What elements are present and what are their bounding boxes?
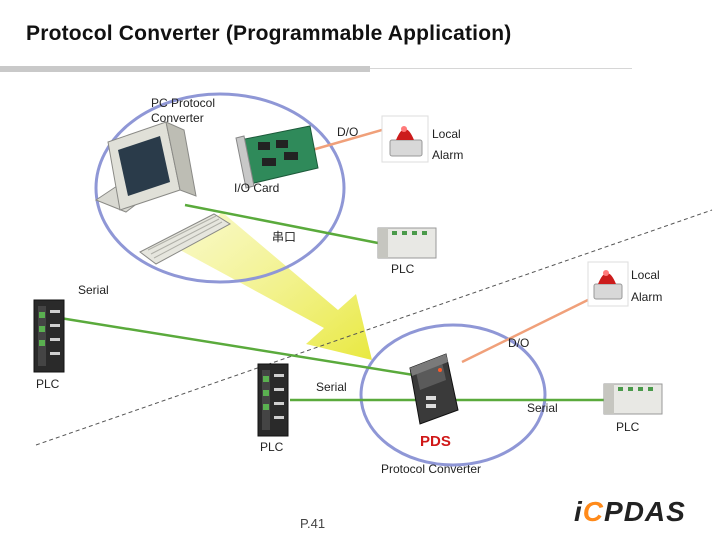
flow-arrow — [180, 212, 372, 360]
io-card-to-alarm-link — [311, 128, 383, 152]
plc-middle-icon — [377, 227, 437, 259]
io-card-label: I/O Card — [234, 181, 280, 195]
local-top-label: Local — [432, 127, 461, 141]
do-right-label: D/O — [508, 336, 530, 350]
title-underline-bar — [0, 66, 370, 72]
plc-left-label: PLC — [36, 377, 60, 391]
io-card-icon — [235, 125, 319, 189]
title-underline-line — [370, 68, 632, 69]
serial-right-label: Serial — [527, 401, 558, 415]
plc-left-icon — [33, 299, 65, 373]
plc-bottom-label: PLC — [260, 440, 284, 454]
icpdas-logo: iCPDAS — [574, 496, 686, 527]
serial-cn-label: 串口 — [272, 230, 297, 244]
local-alarm-top-icon — [381, 115, 429, 163]
pds-device-icon — [409, 353, 459, 425]
pc-converter-ellipse — [94, 92, 346, 284]
local-alarm-right-icon — [587, 261, 629, 307]
page-title: Protocol Converter (Programmable Applica… — [26, 22, 512, 45]
alarm-right-label: Alarm — [631, 290, 663, 304]
serial-left-label: Serial — [78, 283, 109, 297]
alarm-top-label: Alarm — [432, 148, 464, 162]
plc-bottom-icon — [257, 363, 289, 437]
do-top-label: D/O — [337, 125, 359, 139]
left-plc-to-pds-link — [59, 316, 421, 378]
protocol-converter-label: Protocol Converter — [381, 462, 482, 476]
pc-protocol-converter-label-line1: PC Protocol — [151, 96, 216, 110]
serial-mid-label: Serial — [316, 380, 347, 394]
page-number: P.41 — [300, 516, 326, 531]
local-right-label: Local — [631, 268, 660, 282]
pds-label: PDS — [420, 433, 451, 450]
pc-computer-icon — [94, 121, 231, 265]
pds-converter-ellipse — [359, 323, 547, 467]
plc-far-right-icon — [603, 383, 663, 415]
network-divider-dashed-line — [35, 209, 713, 446]
plc-far-right-label: PLC — [616, 420, 640, 434]
pc-protocol-converter-label-line2: Converter — [151, 111, 204, 125]
pds-to-alarm-link — [461, 292, 601, 364]
plc-middle-label: PLC — [391, 262, 415, 276]
pc-to-plc-link — [184, 203, 379, 245]
